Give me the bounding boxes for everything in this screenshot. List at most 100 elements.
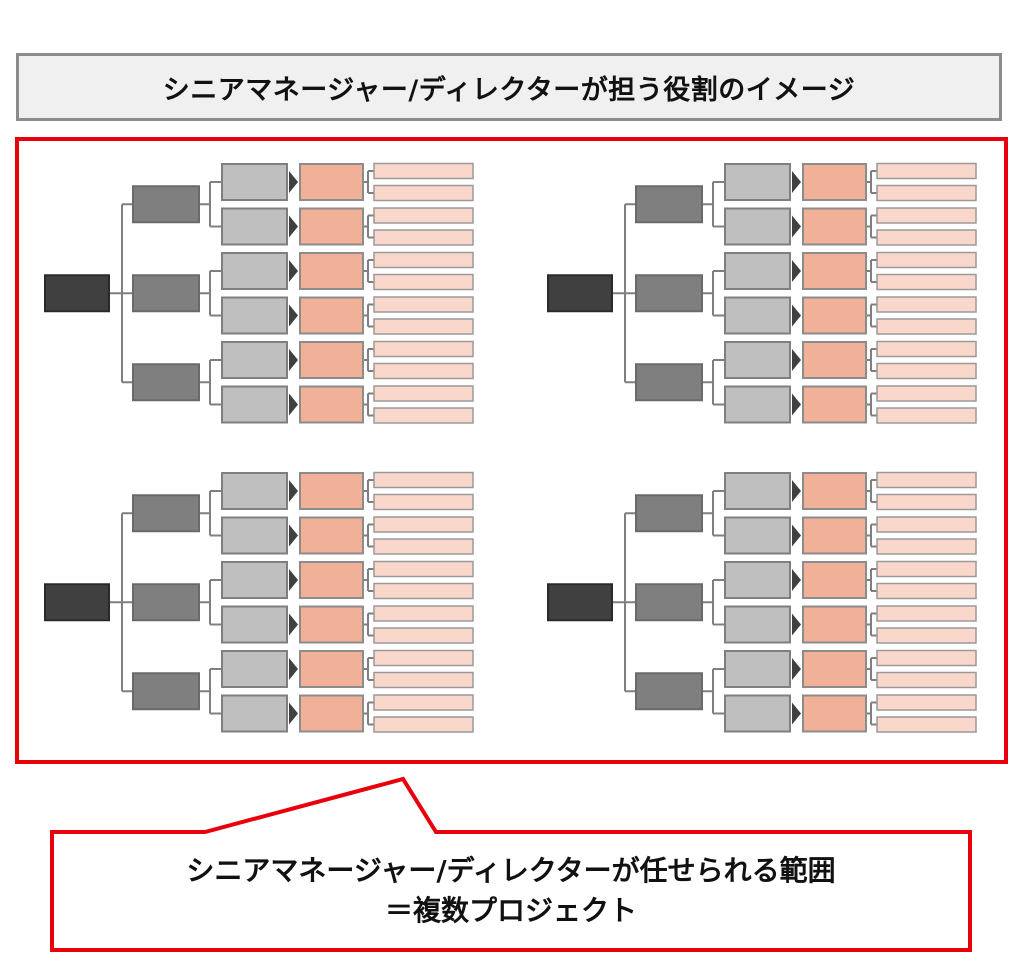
level3-node — [299, 163, 364, 201]
level4-node — [876, 318, 977, 335]
level3-node — [299, 472, 364, 510]
level3-node — [802, 296, 867, 335]
connector-line — [364, 348, 374, 372]
level4-node — [876, 716, 977, 733]
connector-line — [364, 170, 374, 194]
level2-node — [724, 207, 791, 246]
connector-line — [867, 479, 877, 503]
level4-node — [876, 162, 977, 180]
level2-node — [724, 650, 791, 688]
arrow-icon — [289, 304, 298, 327]
level2-node — [221, 472, 288, 510]
level1-node — [132, 583, 200, 622]
level4-node — [373, 273, 474, 291]
callout-text: シニアマネージャー/ディレクターが任せられる範囲 ＝複数プロジェクト — [52, 832, 970, 950]
responsibility-scope-frame — [15, 137, 1008, 764]
arrow-icon — [289, 260, 298, 282]
connector-line — [703, 579, 724, 626]
connector-line — [867, 523, 877, 548]
level4-node — [373, 362, 474, 380]
level4-node — [876, 560, 977, 578]
level1-node — [132, 672, 200, 711]
arrow-icon — [289, 658, 298, 680]
level2-node — [221, 516, 288, 555]
connector-line — [867, 348, 877, 372]
connector-line — [703, 490, 724, 537]
level4-node — [373, 296, 474, 313]
connector-line — [364, 701, 374, 726]
level2-node — [221, 605, 288, 644]
level4-node — [373, 493, 474, 511]
arrow-icon — [289, 524, 298, 547]
tree-svg — [547, 162, 977, 424]
level3-node — [299, 296, 364, 335]
level2-node — [724, 163, 791, 201]
connector-line — [200, 181, 221, 228]
level2-node — [724, 694, 791, 733]
level1-node — [132, 363, 200, 402]
level2-node — [221, 650, 288, 688]
connector-line — [867, 392, 877, 417]
level4-node — [373, 627, 474, 644]
level4-node — [373, 694, 474, 711]
connector-line — [867, 568, 877, 592]
level4-node — [876, 184, 977, 202]
level3-node — [802, 341, 867, 379]
level2-node — [724, 341, 791, 379]
level3-node — [299, 385, 364, 424]
connector-line — [364, 523, 374, 548]
level3-node — [802, 252, 867, 290]
level1-node — [635, 274, 703, 313]
connector-line — [867, 214, 877, 239]
connector-line — [867, 657, 877, 681]
arrow-icon — [289, 215, 298, 238]
level4-node — [373, 162, 474, 180]
project-tree-top-left — [0, 150, 510, 460]
level4-node — [876, 340, 977, 358]
level4-node — [373, 318, 474, 335]
arrow-icon — [792, 524, 801, 547]
connector-line — [110, 203, 133, 384]
level4-node — [373, 229, 474, 246]
arrow-icon — [792, 569, 801, 591]
level3-node — [802, 207, 867, 246]
level4-node — [373, 184, 474, 202]
level3-node — [802, 385, 867, 424]
level2-node — [724, 516, 791, 555]
connector-line — [364, 392, 374, 417]
level3-node — [299, 207, 364, 246]
level3-node — [802, 605, 867, 644]
level3-node — [802, 516, 867, 555]
diagram-title: シニアマネージャー/ディレクターが担う役割のイメージ — [16, 53, 1002, 121]
level3-node — [299, 650, 364, 688]
level1-node — [132, 274, 200, 313]
level4-node — [373, 385, 474, 402]
level4-node — [876, 362, 977, 380]
connector-line — [364, 479, 374, 503]
connector-line — [867, 170, 877, 194]
level4-node — [373, 582, 474, 600]
level1-node — [132, 494, 200, 533]
connector-line — [613, 203, 636, 384]
level4-node — [876, 385, 977, 402]
connector-line — [613, 512, 636, 693]
level4-node — [876, 694, 977, 711]
level2-node — [724, 605, 791, 644]
level3-node — [299, 605, 364, 644]
level4-node — [876, 649, 977, 667]
level1-node — [635, 363, 703, 402]
level2-node — [221, 207, 288, 246]
connector-line — [200, 359, 221, 406]
level4-node — [373, 340, 474, 358]
connector-line — [200, 270, 221, 317]
level2-node — [724, 252, 791, 290]
arrow-icon — [792, 702, 801, 725]
arrow-icon — [792, 349, 801, 371]
arrow-icon — [289, 613, 298, 636]
level4-node — [876, 671, 977, 689]
connector-line — [703, 181, 724, 228]
level2-node — [221, 385, 288, 424]
arrow-icon — [289, 393, 298, 416]
level1-node — [635, 494, 703, 533]
level4-node — [876, 229, 977, 246]
